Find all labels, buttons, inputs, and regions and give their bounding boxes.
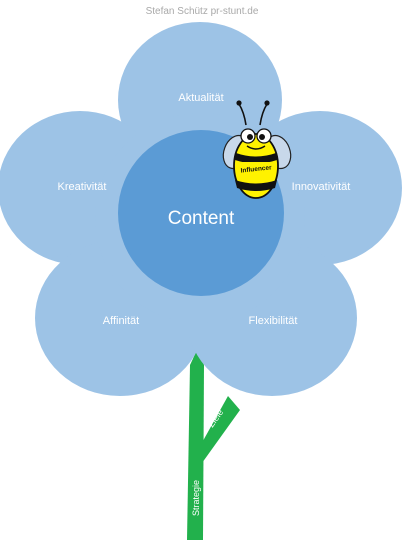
bee-label-band [236,162,276,175]
petal-label-right: Innovativität [292,181,351,193]
bee-antenna-tip-right [264,100,270,106]
bee-pupil-right [259,134,265,140]
petal-label-top: Aktualität [178,92,223,104]
petal-label-bottom-left: Affinität [103,315,140,327]
petal-label-bottom-right: Flexibilität [249,315,298,327]
stem: Strategie Ziele [187,350,240,540]
center-label: Content [168,208,235,229]
petal-label-left: Kreativität [58,181,107,193]
stem-main-label: Strategie [191,480,201,516]
bee-stripe-2 [235,180,277,191]
bee-antenna-tip-left [236,100,242,106]
stem-branch [199,396,240,463]
bee-pupil-left [247,134,253,140]
bee-mascot: Influencer [222,100,292,199]
bee-stripe-1 [235,153,277,164]
credit-text: Stefan Schütz pr-stunt.de [146,6,259,17]
bee-label: Influencer [240,164,272,174]
bee-smile [246,145,266,150]
stem-main [187,350,204,540]
